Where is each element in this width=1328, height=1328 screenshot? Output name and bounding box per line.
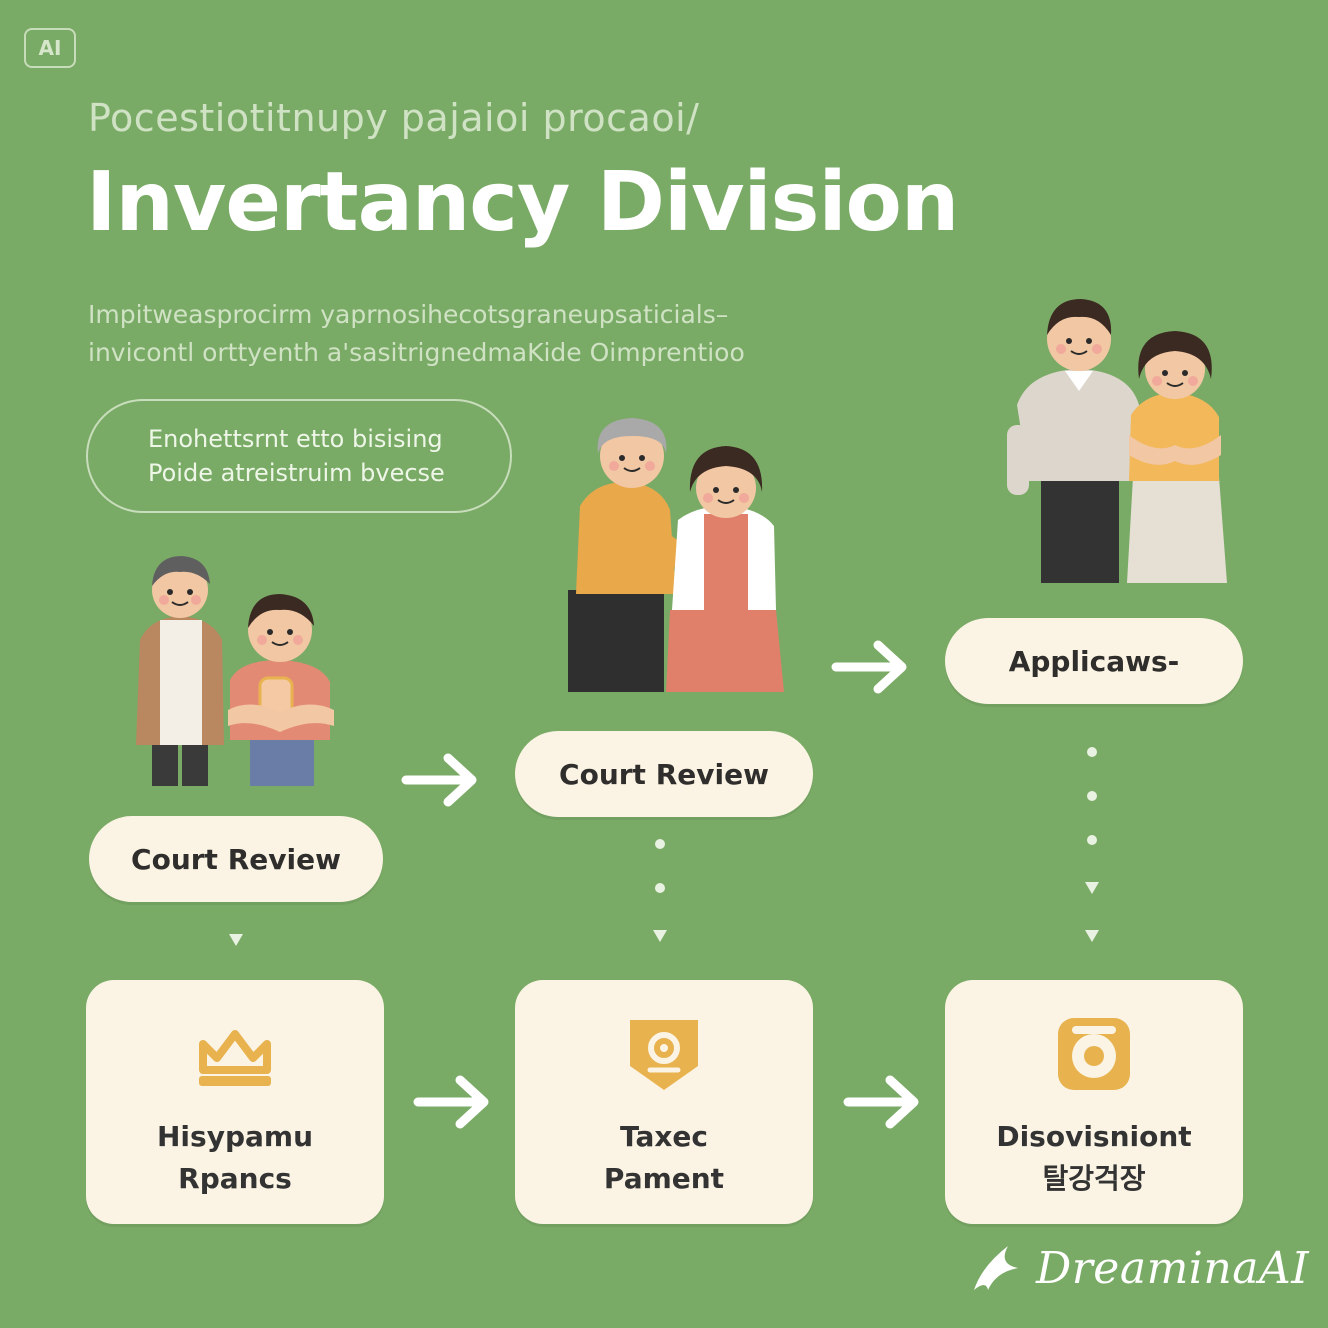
card-label: Disovisniont 탈강걱장 xyxy=(945,1116,1243,1200)
card-disovisniont[interactable]: Disovisniont 탈강걱장 xyxy=(945,980,1243,1224)
dotted-connector-icon xyxy=(648,832,672,952)
family-illustration-2 xyxy=(560,410,790,695)
arrow-right-icon xyxy=(842,1072,926,1132)
family-illustration-3 xyxy=(1005,295,1235,585)
subtitle-line-1: Impitweasprocirm yaprnosihecotsgraneupsa… xyxy=(88,296,745,334)
card-label-line-1: Hisypamu xyxy=(86,1116,384,1158)
card-label: Taxec Pament xyxy=(515,1116,813,1200)
step-applicaws[interactable]: Applicaws- xyxy=(945,618,1243,704)
header-kicker: Pocestiotitnupy pajaioi procaoi/ xyxy=(88,96,699,140)
dreamina-logo-icon xyxy=(968,1240,1024,1296)
card-taxec-pament[interactable]: Taxec Pament xyxy=(515,980,813,1224)
note-line-1: Enohettsrnt etto bisising xyxy=(148,422,510,456)
header-subtitle: Impitweasprocirm yaprnosihecotsgraneupsa… xyxy=(88,296,745,372)
card-hisypamu[interactable]: Hisypamu Rpancs xyxy=(86,980,384,1224)
card-label: Hisypamu Rpancs xyxy=(86,1116,384,1200)
crown-icon xyxy=(195,1014,275,1094)
family-illustration-1 xyxy=(130,540,350,790)
card-label-line-1: Taxec xyxy=(515,1116,813,1158)
card-label-line-1: Disovisniont xyxy=(945,1116,1243,1158)
badge-shield-icon xyxy=(624,1014,704,1094)
ai-badge: AI xyxy=(24,28,76,68)
step-court-review-2[interactable]: Court Review xyxy=(515,731,813,817)
arrow-right-icon xyxy=(830,637,914,697)
card-label-line-2: Rpancs xyxy=(86,1158,384,1200)
note-pill: Enohettsrnt etto bisising Poide atreistr… xyxy=(86,399,512,513)
arrow-right-icon xyxy=(412,1072,496,1132)
card-label-line-2: Pament xyxy=(515,1158,813,1200)
watermark-text: DreaminaAI xyxy=(1036,1243,1309,1294)
card-label-line-2: 탈강걱장 xyxy=(945,1158,1243,1200)
dotted-connector-icon xyxy=(1080,740,1104,950)
arrow-right-icon xyxy=(400,750,484,810)
step-court-review-1[interactable]: Court Review xyxy=(89,816,383,902)
watermark: DreaminaAI xyxy=(968,1240,1309,1296)
subtitle-line-2: invicontl orttyenth a'sasitrignedmaKide … xyxy=(88,334,745,372)
page-title: Invertancy Division xyxy=(86,155,958,250)
down-chevron-icon xyxy=(224,930,248,954)
target-icon xyxy=(1054,1014,1134,1094)
note-line-2: Poide atreistruim bvecse xyxy=(148,456,510,490)
